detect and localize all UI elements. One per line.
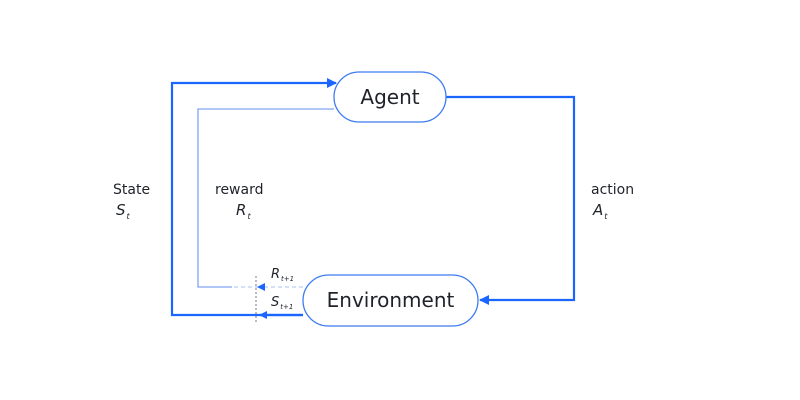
agent-node: Agent	[333, 71, 447, 123]
next-state-symbol: St+1	[271, 295, 293, 311]
reward-symbol: Rt	[236, 201, 251, 221]
reward-subscript: t	[247, 212, 251, 221]
action-subscript: t	[604, 212, 608, 221]
state-label: State	[113, 182, 150, 198]
state-symbol: St	[116, 201, 131, 221]
state-loop-line	[170, 78, 337, 317]
next-reward-subscript: t+1	[281, 275, 294, 283]
action-symbol: At	[592, 201, 608, 221]
next-reward-symbol: Rt+1	[271, 267, 294, 283]
action-loop-line	[446, 95, 576, 305]
reward-loop-line	[197, 108, 334, 288]
reward-label: reward	[215, 182, 264, 198]
environment-node: Environment	[302, 274, 479, 327]
action-label: action	[591, 182, 634, 198]
agent-label: Agent	[360, 85, 419, 109]
state-subscript: t	[127, 212, 131, 221]
next-state-subscript: t+1	[280, 303, 293, 311]
environment-label: Environment	[327, 288, 455, 312]
